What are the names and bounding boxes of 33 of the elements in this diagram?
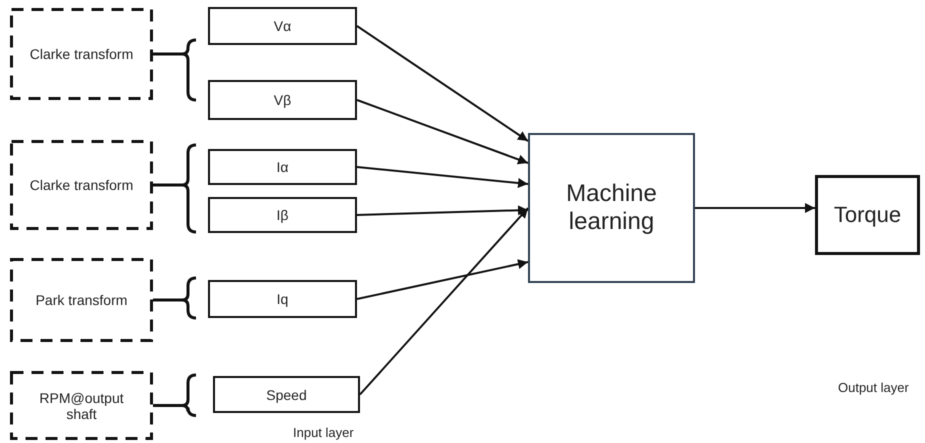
dashed-box <box>10 371 153 440</box>
node-label: Torque <box>834 202 902 228</box>
node-label: Vα <box>274 18 292 34</box>
input-box <box>208 197 357 233</box>
arrow <box>695 203 815 213</box>
input-box <box>208 149 357 185</box>
node-label: Iβ <box>276 207 288 223</box>
node-label: Clarke transform <box>30 177 134 193</box>
arrow <box>356 25 529 142</box>
input-box <box>208 7 357 45</box>
arrow <box>356 205 528 216</box>
layer-label: Input layer <box>293 425 354 440</box>
dashed-box <box>10 8 153 100</box>
output-box <box>815 175 920 255</box>
node-label: RPM@output shaft <box>38 390 125 422</box>
input-box <box>208 80 357 120</box>
arrow <box>359 207 529 396</box>
process-box <box>528 133 695 283</box>
node-label: Machine learning <box>565 180 658 236</box>
layer-label: Output layer <box>838 380 909 395</box>
arrow <box>356 166 528 188</box>
arrow <box>356 259 528 300</box>
node-label: Speed <box>266 386 307 402</box>
input-box <box>208 280 357 318</box>
arrow <box>356 99 528 164</box>
node-label: Iα <box>276 159 288 175</box>
node-label: Clarke transform <box>30 46 134 62</box>
dashed-box <box>10 140 153 230</box>
dashed-box <box>10 258 153 342</box>
node-label: Park transform <box>36 292 128 308</box>
node-label: Vβ <box>274 92 292 108</box>
input-box <box>213 376 360 413</box>
node-label: Iq <box>276 291 288 307</box>
